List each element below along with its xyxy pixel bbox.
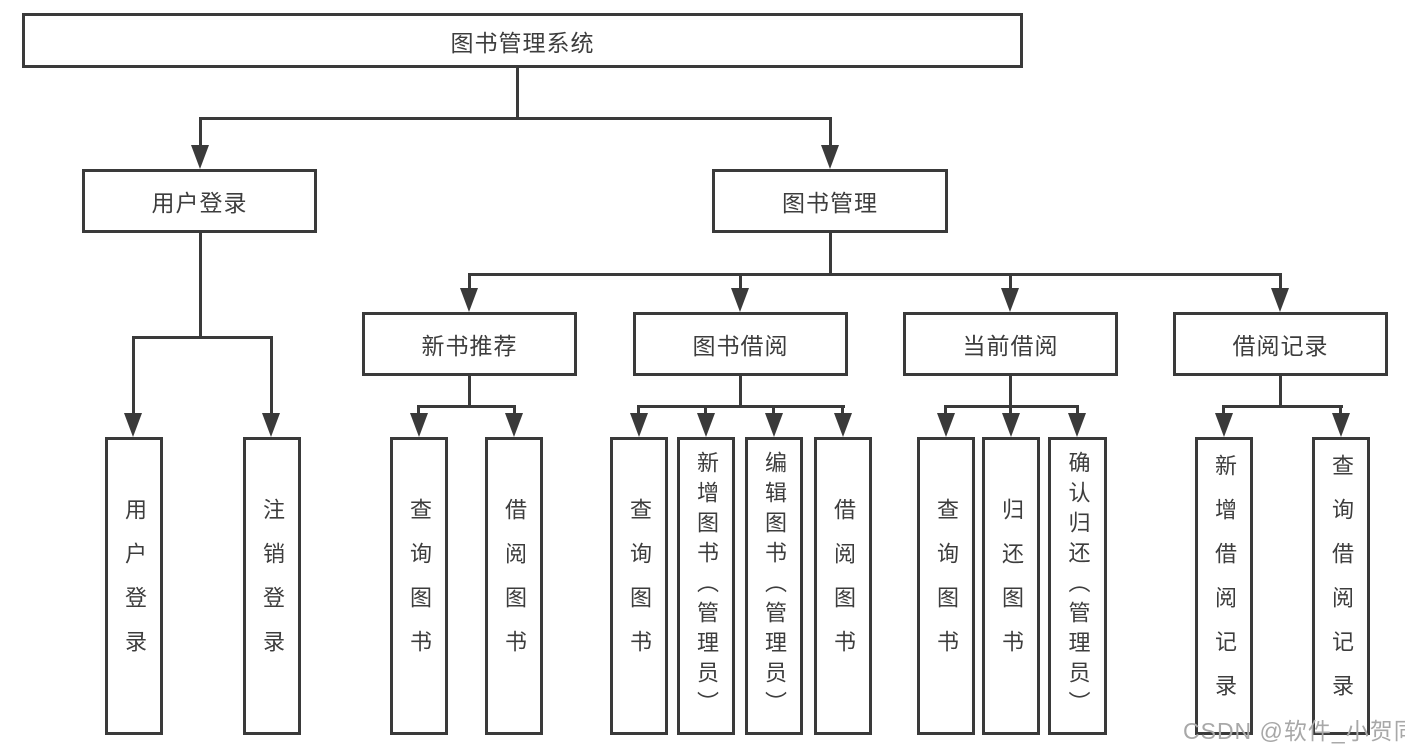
leaf-add-borrow-record-label: 新增借阅记录 bbox=[1212, 454, 1237, 718]
connector-line bbox=[1076, 405, 1079, 417]
arrow-down-icon bbox=[191, 145, 209, 169]
connector-line bbox=[1222, 405, 1343, 408]
arrow-down-icon bbox=[1001, 288, 1019, 312]
arrow-down-icon bbox=[124, 413, 142, 437]
node-current-borrow-label: 当前借阅 bbox=[962, 333, 1059, 359]
connector-line bbox=[841, 405, 844, 417]
connector-line bbox=[417, 405, 420, 417]
arrow-down-icon bbox=[410, 413, 428, 437]
leaf-query-borrow-record-label: 查询借阅记录 bbox=[1329, 454, 1354, 718]
arrow-down-icon bbox=[630, 413, 648, 437]
node-root: 图书管理系统 bbox=[22, 13, 1023, 68]
leaf-add-book-admin-label: 新增图书（管理员） bbox=[694, 451, 719, 721]
leaf-return-book-label: 归还图书 bbox=[999, 498, 1024, 674]
leaf-confirm-return-admin: 确认归还（管理员） bbox=[1048, 437, 1107, 735]
arrow-down-icon bbox=[821, 145, 839, 169]
connector-line bbox=[1009, 405, 1012, 417]
leaf-return-book: 归还图书 bbox=[982, 437, 1040, 735]
arrow-down-icon bbox=[937, 413, 955, 437]
connector-line bbox=[199, 117, 832, 120]
leaf-edit-book-admin: 编辑图书（管理员） bbox=[745, 437, 803, 735]
connector-line bbox=[829, 233, 832, 275]
node-book-management-label: 图书管理 bbox=[782, 190, 878, 216]
leaf-add-book-admin: 新增图书（管理员） bbox=[677, 437, 735, 735]
arrow-down-icon bbox=[1002, 413, 1020, 437]
arrow-down-icon bbox=[697, 413, 715, 437]
connector-line bbox=[1279, 273, 1282, 289]
node-root-label: 图书管理系统 bbox=[450, 29, 595, 56]
leaf-query-book-borrow-label: 查询图书 bbox=[627, 498, 652, 674]
arrow-down-icon bbox=[262, 413, 280, 437]
connector-line bbox=[637, 405, 845, 408]
node-book-management: 图书管理 bbox=[712, 169, 948, 233]
arrow-down-icon bbox=[1271, 288, 1289, 312]
connector-line bbox=[417, 405, 516, 408]
connector-line bbox=[1279, 376, 1282, 407]
leaf-edit-book-admin-label: 编辑图书（管理员） bbox=[762, 451, 787, 721]
leaf-logout-label: 注销登录 bbox=[260, 498, 285, 674]
leaf-borrow-book: 借阅图书 bbox=[814, 437, 872, 735]
leaf-user-login-label: 用户登录 bbox=[122, 498, 147, 674]
connector-line bbox=[1222, 405, 1225, 417]
arrow-down-icon bbox=[1215, 413, 1233, 437]
connector-line bbox=[513, 405, 516, 417]
connector-line bbox=[1009, 273, 1012, 289]
leaf-logout: 注销登录 bbox=[243, 437, 301, 735]
node-current-borrow: 当前借阅 bbox=[903, 312, 1118, 376]
leaf-borrow-book-recommend: 借阅图书 bbox=[485, 437, 543, 735]
node-user-login-label: 用户登录 bbox=[151, 190, 248, 216]
node-borrow-record-label: 借阅记录 bbox=[1232, 333, 1329, 359]
arrow-down-icon bbox=[505, 413, 523, 437]
arrow-down-icon bbox=[834, 413, 852, 437]
leaf-borrow-book-label: 借阅图书 bbox=[831, 498, 856, 674]
connector-line bbox=[270, 336, 273, 415]
node-borrow-record: 借阅记录 bbox=[1173, 312, 1388, 376]
connector-line bbox=[829, 117, 832, 145]
node-user-login: 用户登录 bbox=[82, 169, 317, 233]
leaf-query-book-recommend: 查询图书 bbox=[390, 437, 448, 735]
connector-line bbox=[772, 405, 775, 417]
connector-line bbox=[199, 233, 202, 338]
leaf-add-borrow-record: 新增借阅记录 bbox=[1195, 437, 1253, 735]
arrow-down-icon bbox=[460, 288, 478, 312]
leaf-query-borrow-record: 查询借阅记录 bbox=[1312, 437, 1370, 735]
connector-line bbox=[1009, 376, 1012, 407]
arrow-down-icon bbox=[1068, 413, 1086, 437]
connector-line bbox=[704, 405, 707, 417]
connector-line bbox=[468, 273, 471, 289]
leaf-query-book-borrow: 查询图书 bbox=[610, 437, 668, 735]
leaf-borrow-book-recommend-label: 借阅图书 bbox=[502, 498, 527, 674]
leaf-query-book-current: 查询图书 bbox=[917, 437, 975, 735]
connector-line bbox=[468, 376, 471, 407]
leaf-confirm-return-admin-label: 确认归还（管理员） bbox=[1065, 451, 1091, 721]
arrow-down-icon bbox=[731, 288, 749, 312]
connector-line bbox=[944, 405, 947, 417]
connector-line bbox=[739, 376, 742, 407]
leaf-query-book-current-label: 查询图书 bbox=[934, 498, 959, 674]
connector-line bbox=[637, 405, 640, 417]
watermark: CSDN @软件_小贺同学 bbox=[1183, 718, 1405, 744]
connector-line bbox=[132, 336, 273, 339]
node-new-book-recommend-label: 新书推荐 bbox=[421, 333, 518, 359]
connector-line bbox=[739, 273, 742, 289]
connector-line bbox=[199, 117, 202, 145]
arrow-down-icon bbox=[1332, 413, 1350, 437]
connector-line bbox=[468, 273, 1282, 276]
arrow-down-icon bbox=[765, 413, 783, 437]
leaf-user-login: 用户登录 bbox=[105, 437, 163, 735]
node-new-book-recommend: 新书推荐 bbox=[362, 312, 577, 376]
leaf-query-book-recommend-label: 查询图书 bbox=[407, 498, 432, 674]
connector-line bbox=[516, 68, 519, 117]
connector-line bbox=[132, 336, 135, 415]
node-book-borrow-label: 图书借阅 bbox=[692, 333, 789, 359]
connector-line bbox=[1339, 405, 1342, 417]
node-book-borrow: 图书借阅 bbox=[633, 312, 848, 376]
